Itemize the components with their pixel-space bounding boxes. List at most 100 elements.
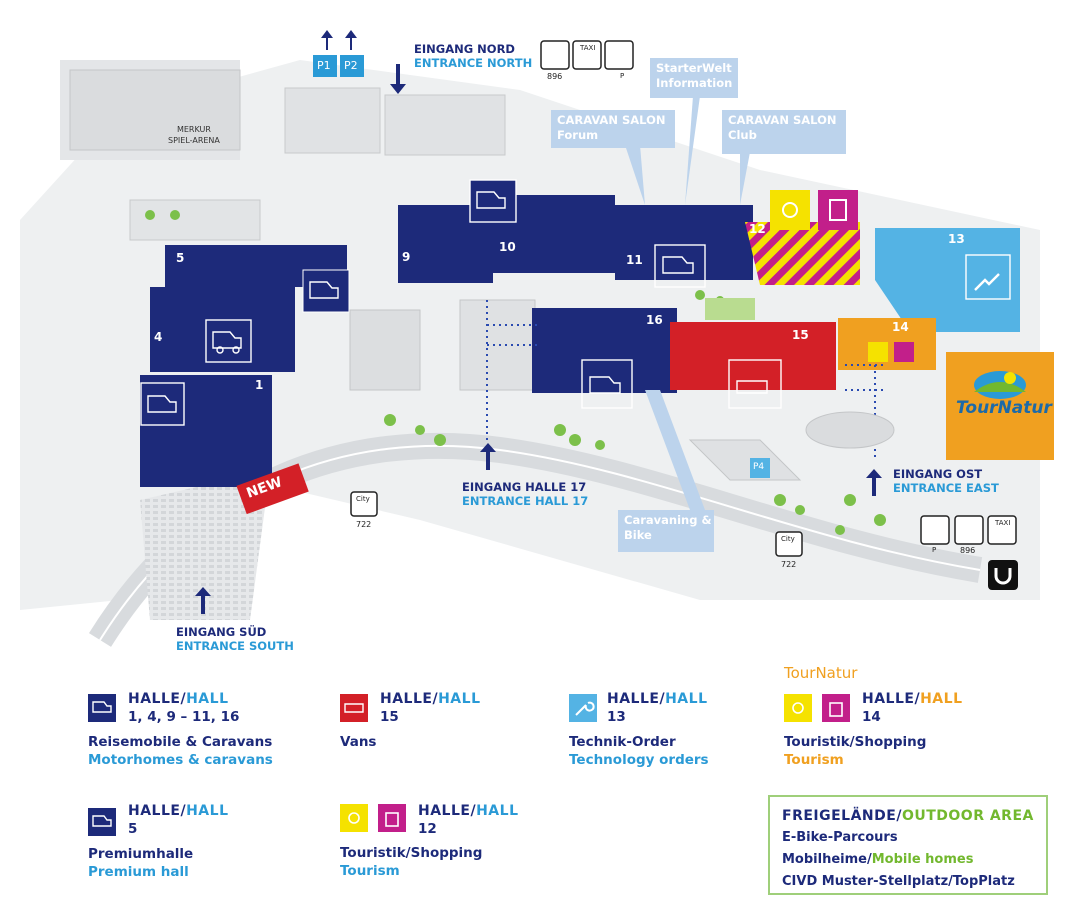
bus-code-west: 722 (356, 520, 372, 529)
wrench-icon (569, 694, 597, 722)
slash: / (470, 803, 477, 819)
legend-vans: HALLE/HALL 15 (380, 690, 481, 726)
shopping-bag-icon (822, 694, 850, 722)
legend-touristik14-desc: Touristik/Shopping Tourism (784, 733, 926, 769)
taxi-label-north: TAXI (580, 44, 596, 52)
entrance-south-en: ENTRANCE SOUTH (176, 639, 294, 653)
new-badge-shape (236, 463, 309, 515)
parking-letter-north: P (620, 72, 625, 80)
tournatur-block (946, 352, 1054, 460)
parking-p2-label[interactable]: P2 (344, 59, 358, 72)
starterwelt-callout: StarterWelt Information (650, 58, 738, 98)
legend-technik-de: Technik-Order (569, 734, 676, 750)
hall-label: HALL (186, 803, 229, 819)
parking-p4-label[interactable]: P4 (753, 462, 765, 472)
legend-premium-numbers: 5 (128, 821, 138, 837)
outdoor-title-en: OUTDOOR AREA (901, 808, 1034, 824)
hall-11-number: 11 (626, 253, 643, 267)
entrance-north-de: EINGANG NORD (414, 42, 515, 56)
hall-13-number: 13 (948, 232, 965, 246)
entrance-north: EINGANG NORD ENTRANCE NORTH (414, 42, 532, 70)
entrance-east-en: ENTRANCE EAST (893, 481, 999, 495)
hall-12-shape (745, 222, 860, 285)
hall-label: HALL (186, 691, 229, 707)
hall-16-number: 16 (646, 313, 663, 327)
hall-1-shape (140, 375, 272, 487)
caravan-club-sub: Club (728, 128, 757, 142)
hall-1-number: 1 (255, 378, 264, 392)
hall-12-number: 12 (749, 222, 766, 236)
caravan-club-callout: CARAVAN SALON Club (722, 110, 846, 154)
hall-10-number: 10 (499, 240, 516, 254)
entrance-east-de: EINGANG OST (893, 467, 983, 481)
outdoor-line-3: CIVD Muster-Stellplatz/TopPlatz (782, 874, 1015, 889)
halle-label: HALLE (418, 803, 471, 819)
hall-4-number: 4 (154, 330, 163, 344)
hall-label: HALL (665, 691, 708, 707)
van-icon (340, 694, 368, 722)
taxi-label-east: TAXI (995, 519, 1011, 527)
legend-touristik12: HALLE/HALL 12 (418, 802, 519, 838)
map-drawing (20, 30, 1054, 647)
entrance-arrows (195, 30, 882, 614)
outdoor-line-2-de: Mobilheime (782, 852, 867, 867)
legend-technik-en: Technology orders (569, 752, 709, 768)
transport-code-east: 896 (960, 546, 976, 555)
legend-technik: HALLE/HALL 13 (607, 690, 708, 726)
entrance-south: EINGANG SÜD ENTRANCE SOUTH (176, 625, 294, 653)
slash: / (180, 803, 187, 819)
entrance-hall17-de: EINGANG HALLE 17 (462, 480, 587, 494)
caravan-forum-callout: CARAVAN SALON Forum (551, 110, 675, 148)
merkur-arena (69, 69, 241, 151)
legend-touristik12-numbers: 12 (418, 821, 437, 837)
outdoor-area-box: FREIGELÄNDE/OUTDOOR AREA E-Bike-Parcours… (768, 795, 1048, 895)
legend-technik-desc: Technik-Order Technology orders (569, 733, 709, 769)
tournatur-logo: TourNatur (956, 398, 1052, 418)
caravan-club-title: CARAVAN SALON (728, 113, 837, 127)
legend-premium-de: Premiumhalle (88, 846, 194, 862)
sun-icon (784, 694, 812, 722)
legend-technik-numbers: 13 (607, 709, 626, 725)
legend-caravans: HALLE/HALL 1, 4, 9 – 11, 16 (128, 690, 239, 726)
city-bus-label-east: City (781, 535, 795, 543)
slash: / (659, 691, 666, 707)
hall-label: HALL (476, 803, 519, 819)
sun-icon (340, 804, 368, 832)
legend-touristik14: HALLE/HALL 14 (862, 690, 963, 726)
legend-vans-de: Vans (340, 734, 377, 750)
city-bus-label-west: City (356, 495, 370, 503)
halle-label: HALLE (128, 691, 181, 707)
halle-label: HALLE (607, 691, 660, 707)
hall-13-shape (875, 228, 1020, 332)
parking-p1-label[interactable]: P1 (317, 59, 331, 72)
outdoor-line-2: Mobilheime/Mobile homes (782, 849, 1034, 871)
hall-14-number: 14 (892, 320, 909, 334)
entrance-east: EINGANG OST ENTRANCE EAST (893, 467, 999, 495)
slash: / (896, 808, 902, 824)
hall-11-shape (615, 205, 753, 280)
slash: / (866, 852, 872, 867)
hall-label: HALL (920, 691, 963, 707)
caravan-icon (88, 694, 116, 722)
hall-label: HALL (438, 691, 481, 707)
fairground-map: 5 4 1 9 10 11 12 13 14 15 16 MERKUR SPIE… (20, 30, 1054, 653)
caravan-forum-title: CARAVAN SALON (557, 113, 666, 127)
legend-touristik14-en: Tourism (784, 752, 844, 768)
stadium-stand (140, 470, 270, 620)
hall-15-number: 15 (792, 328, 809, 342)
halle-label: HALLE (128, 803, 181, 819)
bus-code-east: 722 (781, 560, 797, 569)
outdoor-title: FREIGELÄNDE/OUTDOOR AREA (782, 805, 1034, 827)
entrance-south-de: EINGANG SÜD (176, 625, 267, 639)
caravaning-bike-callout: Caravaning & Bike (618, 510, 714, 552)
shopping-bag-icon (378, 804, 406, 832)
outdoor-line-1: E-Bike-Parcours (782, 830, 898, 845)
transport-code-north: 896 (547, 72, 563, 81)
tournatur-heading: TourNatur (784, 664, 858, 682)
hall-16-shape (532, 308, 677, 393)
legend-caravans-en: Motorhomes & caravans (88, 752, 273, 768)
legend-touristik12-de: Touristik/Shopping (340, 845, 483, 861)
hall-4-shape (150, 287, 295, 372)
entrance-hall17: EINGANG HALLE 17 ENTRANCE HALL 17 (462, 480, 588, 508)
legend-premium-desc: Premiumhalle Premium hall (88, 845, 193, 881)
